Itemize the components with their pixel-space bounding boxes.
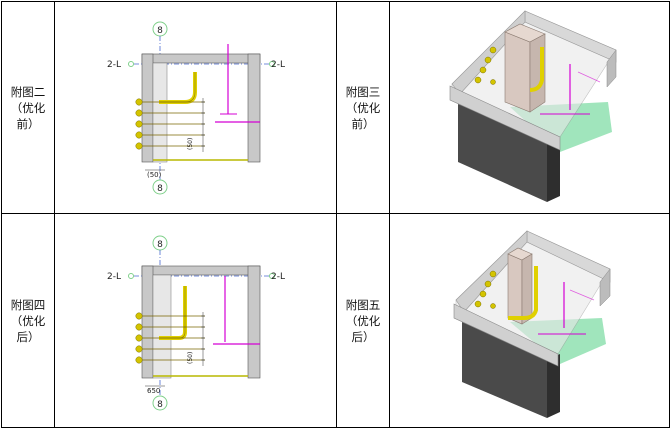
table-row: 附图四 （优化 后） 8 8 2-L 2-L bbox=[1, 213, 670, 428]
plan-drawing-cell: 8 8 2-L 2-L bbox=[54, 1, 337, 214]
box-face-right bbox=[547, 137, 560, 202]
shaft-front bbox=[507, 253, 523, 325]
wall-right bbox=[247, 53, 261, 163]
axis-label-right: 2-L bbox=[271, 272, 285, 282]
figure-label-cell: 附图二 （优化 前） bbox=[1, 1, 55, 214]
frame-edge bbox=[606, 49, 617, 88]
figure-label-line: （优化 bbox=[345, 100, 381, 115]
shaft-front bbox=[504, 31, 531, 113]
pipe-yellow bbox=[529, 47, 544, 92]
dimension-bottom: 650 bbox=[147, 387, 160, 395]
figure-label-cell: 附图四 （优化 后） bbox=[1, 213, 55, 428]
axis-bubble-label: 8 bbox=[157, 26, 163, 36]
axis-bubble-label: 8 bbox=[157, 184, 163, 194]
shaft-side bbox=[521, 253, 533, 325]
plan-drawing: 8 8 2-L 2-L bbox=[107, 21, 285, 195]
axis-label-right: 2-L bbox=[271, 60, 285, 70]
dimension-bottom: (50) bbox=[147, 171, 162, 179]
valve-group bbox=[135, 312, 143, 364]
box-face-left bbox=[458, 104, 547, 202]
dimension-side: (50) bbox=[187, 138, 194, 150]
figure-label-line: 附图四 bbox=[10, 297, 46, 312]
iso-drawing-cell bbox=[389, 1, 670, 214]
figure-label-line: 前） bbox=[351, 116, 375, 131]
iso-drawing bbox=[449, 10, 617, 202]
magenta-line bbox=[577, 71, 601, 83]
wall-top bbox=[141, 265, 261, 276]
axis-marker bbox=[269, 61, 275, 67]
branch-lines bbox=[142, 315, 205, 361]
figure-label-cell: 附图五 （优化 后） bbox=[336, 213, 390, 428]
dimension-stack bbox=[201, 312, 205, 366]
figure-label-cell: 附图三 （优化 前） bbox=[336, 1, 390, 214]
dimension-side: (50) bbox=[187, 352, 194, 364]
figure-label-line: （优化 bbox=[10, 313, 46, 328]
figure-label-line: （优化 bbox=[345, 313, 381, 328]
magenta-line bbox=[569, 289, 595, 301]
iso-drawing-cell bbox=[389, 213, 670, 428]
pipe-yellow bbox=[508, 266, 538, 320]
slab-front bbox=[453, 303, 559, 367]
wall-left bbox=[141, 265, 154, 379]
axis-bubble-label: 8 bbox=[157, 240, 163, 250]
valve-group bbox=[135, 98, 143, 150]
wall-top bbox=[141, 53, 261, 64]
figure-label-line: 前） bbox=[16, 116, 40, 131]
frame-edge bbox=[599, 268, 611, 307]
axis-marker bbox=[269, 273, 275, 279]
figure-label-line: 后） bbox=[351, 329, 375, 344]
axis-marker bbox=[128, 273, 134, 279]
box-face-left bbox=[462, 322, 547, 418]
box-face-right bbox=[547, 354, 560, 418]
figure-label-line: 后） bbox=[16, 329, 40, 344]
table-row: 附图二 （优化 前） 8 8 2-L 2-L bbox=[1, 1, 670, 214]
iso-drawing bbox=[453, 230, 611, 418]
axis-marker bbox=[128, 61, 134, 67]
valve-group bbox=[474, 46, 497, 85]
branch-lines bbox=[142, 101, 205, 147]
shaft bbox=[152, 62, 168, 163]
wall-right bbox=[247, 265, 261, 379]
plan-drawing: 8 8 2-L 2-L bbox=[107, 235, 285, 411]
dimension-stack bbox=[201, 98, 205, 152]
axis-bubble bbox=[152, 179, 168, 195]
plan-drawing-cell: 8 8 2-L 2-L bbox=[54, 213, 337, 428]
figure-label-line: 附图五 bbox=[345, 297, 381, 312]
axis-label-left: 2-L bbox=[107, 272, 121, 282]
valve-group bbox=[474, 270, 497, 309]
figure-label-line: （优化 bbox=[10, 100, 46, 115]
axis-label-left: 2-L bbox=[107, 60, 121, 70]
axis-bubble bbox=[152, 395, 168, 411]
shaft bbox=[152, 274, 172, 379]
figure-label-line: 附图二 bbox=[10, 84, 46, 99]
figure-label-line: 附图三 bbox=[345, 84, 381, 99]
slab-front bbox=[449, 85, 561, 151]
axis-bubble-label: 8 bbox=[157, 400, 163, 410]
